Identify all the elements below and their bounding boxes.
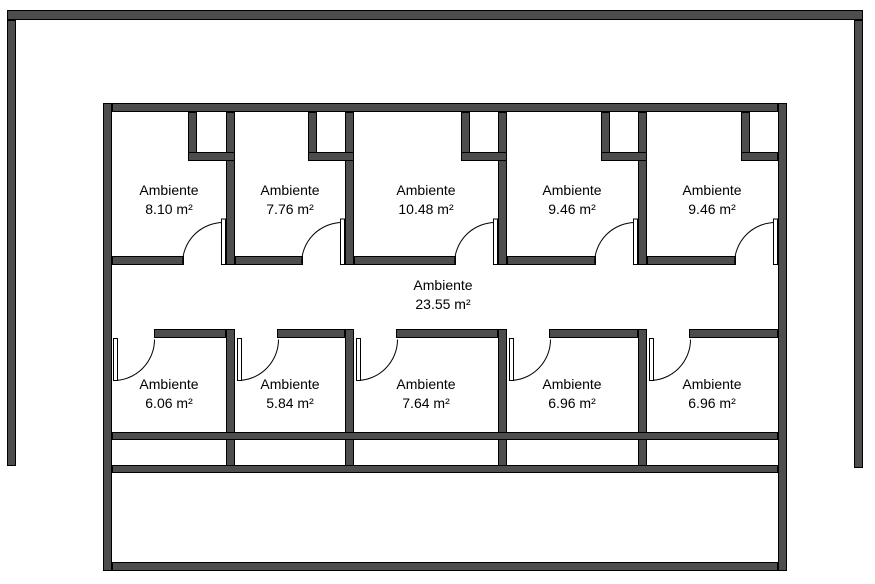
door-leaf [237,338,242,381]
top-room-divider [638,112,647,265]
door-leaf [340,218,345,265]
room-name: Ambiente [542,376,602,392]
bottom-row-top-wall [277,329,345,338]
door-arc [509,339,551,381]
door-swing-bottom-room [113,338,155,381]
top-room-divider [345,112,354,265]
top-row-bottom-wall [507,256,596,265]
room-area: 5.84 m² [266,395,314,411]
door-arc [237,339,279,381]
niche-wall-bottom [188,152,235,161]
room-label-bottom-2: Ambiente 5.84 m² [260,375,319,413]
building-wall-right [778,103,787,571]
room-area: 6.96 m² [688,395,736,411]
door-arc [356,339,398,381]
door-arc [594,222,636,264]
room-name: Ambiente [682,182,742,198]
room-label-bottom-4: Ambiente 6.96 m² [542,375,601,413]
door-leaf [221,218,226,265]
room-area: 6.96 m² [548,395,596,411]
room-area: 7.64 m² [402,395,450,411]
door-leaf [509,338,514,381]
door-swing-top-room [301,218,345,265]
door-leaf [773,218,778,265]
room-name: Ambiente [260,182,320,198]
room-name: Ambiente [542,182,602,198]
top-row-bottom-wall [354,256,456,265]
room-name: Ambiente [396,182,456,198]
room-label-top-3: Ambiente 10.48 m² [396,181,455,219]
building-wall-left [103,103,112,571]
door-swing-top-room [734,218,778,265]
niche-wall-bottom [308,152,354,161]
room-name: Ambiente [260,376,320,392]
room-label-corridor: Ambiente 23.55 m² [413,276,472,314]
room-area: 10.48 m² [398,201,454,217]
room-name: Ambiente [413,277,473,293]
door-swing-top-room [594,218,638,265]
room-label-bottom-1: Ambiente 6.06 m² [139,375,198,413]
bottom-room-divider [498,329,507,473]
room-name: Ambiente [139,376,199,392]
room-name: Ambiente [396,376,456,392]
room-label-bottom-3: Ambiente 7.64 m² [396,375,455,413]
room-name: Ambiente [682,376,742,392]
site-wall-left [7,20,16,466]
door-leaf [633,218,638,265]
room-label-top-5: Ambiente 9.46 m² [682,181,741,219]
service-strip-wall [112,465,778,473]
room-area: 9.46 m² [548,201,596,217]
bottom-row-top-wall [689,329,778,338]
building-wall-bottom [112,562,778,571]
door-swing-bottom-room [356,338,398,381]
door-swing-bottom-room [509,338,551,381]
door-arc [734,222,776,264]
top-row-bottom-wall [235,256,303,265]
door-swing-top-room [454,218,498,265]
bottom-room-divider [226,329,235,473]
building-wall-top [112,103,778,112]
niche-wall-bottom [601,152,647,161]
room-area: 7.76 m² [266,201,314,217]
door-arc [454,222,496,264]
top-row-bottom-wall [112,256,184,265]
room-area: 8.10 m² [145,201,193,217]
top-room-divider [498,112,507,265]
door-leaf [356,338,361,381]
room-label-top-2: Ambiente 7.76 m² [260,181,319,219]
niche-wall-bottom [741,152,778,161]
door-leaf [113,338,118,381]
niche-wall-bottom [461,152,507,161]
door-swing-bottom-room [237,338,279,381]
door-arc [649,339,691,381]
bottom-room-divider [638,329,647,473]
room-label-top-1: Ambiente 8.10 m² [139,181,198,219]
site-wall-right [854,20,863,468]
room-label-top-4: Ambiente 9.46 m² [542,181,601,219]
bottom-room-divider [345,329,354,473]
door-arc [113,339,155,381]
bottom-row-bottom-wall [112,432,778,440]
door-swing-bottom-room [649,338,691,381]
room-name: Ambiente [139,182,199,198]
site-wall-top [7,10,863,20]
door-arc [301,222,343,264]
door-swing-top-room [182,218,226,265]
bottom-row-top-wall [396,329,498,338]
top-row-bottom-wall [647,256,736,265]
door-arc [182,222,224,264]
room-area: 9.46 m² [688,201,736,217]
room-label-bottom-5: Ambiente 6.96 m² [682,375,741,413]
room-area: 23.55 m² [415,296,471,312]
bottom-row-top-wall [549,329,638,338]
door-leaf [493,218,498,265]
top-room-divider [226,112,235,265]
bottom-row-top-wall [154,329,226,338]
door-leaf [649,338,654,381]
room-area: 6.06 m² [145,395,193,411]
